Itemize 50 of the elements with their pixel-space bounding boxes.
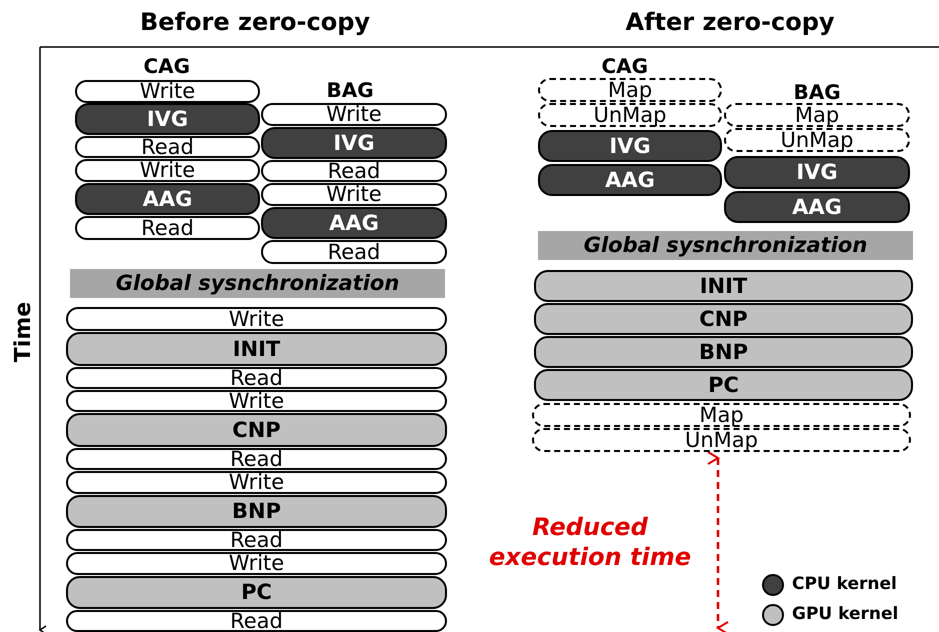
data-copy-bar: Read (66, 448, 447, 470)
map-bar: UnMap (724, 128, 910, 152)
data-copy-bar: Read (75, 216, 260, 240)
column-heading: Before zero-copy (140, 10, 370, 34)
annotation-text: Reduced execution time (488, 512, 692, 572)
map-bar: Map (724, 103, 910, 127)
legend-label: CPU kernel (792, 576, 897, 593)
data-copy-bar: Write (66, 390, 447, 412)
data-copy-bar: Write (75, 80, 260, 103)
synchronization-bar: Global sysnchronization (538, 231, 913, 260)
synchronization-bar: Global sysnchronization (70, 269, 445, 298)
map-bar: Map (532, 403, 911, 427)
cpu-kernel-bar: AAG (724, 191, 910, 223)
data-copy-bar: Read (75, 136, 260, 158)
cpu-kernel-bar: IVG (261, 127, 447, 159)
gpu-kernel-bar: INIT (534, 270, 913, 302)
map-bar: UnMap (538, 103, 722, 127)
group-label: BAG (794, 82, 841, 102)
gpu-kernel-bar: PC (534, 369, 913, 401)
legend-label: GPU kernel (792, 606, 898, 623)
gpu-kernel-bar: PC (66, 576, 447, 609)
map-bar: UnMap (532, 428, 911, 452)
data-copy-bar: Read (66, 610, 447, 632)
gpu-kernel-bar: CNP (534, 303, 913, 335)
gpu-kernel-bar: BNP (534, 336, 913, 368)
group-label: CAG (144, 56, 190, 76)
data-copy-bar: Write (261, 183, 447, 206)
cpu-kernel-bar: IVG (724, 156, 910, 189)
column-heading: After zero-copy (626, 10, 835, 34)
data-copy-bar: Write (66, 552, 447, 575)
data-copy-bar: Write (75, 159, 260, 182)
group-label: BAG (326, 80, 374, 100)
data-copy-bar: Write (261, 103, 447, 126)
cpu-kernel-bar: IVG (538, 130, 722, 162)
data-copy-bar: Read (261, 160, 447, 182)
data-copy-bar: Write (66, 471, 447, 494)
cpu-kernel-bar: AAG (538, 164, 722, 196)
cpu-kernel-bar: AAG (261, 207, 447, 239)
gpu-kernel-bar: BNP (66, 495, 447, 528)
map-bar: Map (538, 78, 722, 102)
group-label: CAG (602, 56, 648, 76)
gpu-kernel-bar: INIT (66, 332, 447, 366)
data-copy-bar: Read (66, 367, 447, 389)
gpu-kernel-bar: CNP (66, 413, 447, 447)
cpu-kernel-bar: IVG (75, 103, 260, 135)
data-copy-bar: Read (261, 240, 447, 264)
cpu-kernel-bar: AAG (75, 183, 260, 215)
axis-label: Time (13, 302, 36, 362)
data-copy-bar: Read (66, 529, 447, 551)
data-copy-bar: Write (66, 307, 447, 331)
